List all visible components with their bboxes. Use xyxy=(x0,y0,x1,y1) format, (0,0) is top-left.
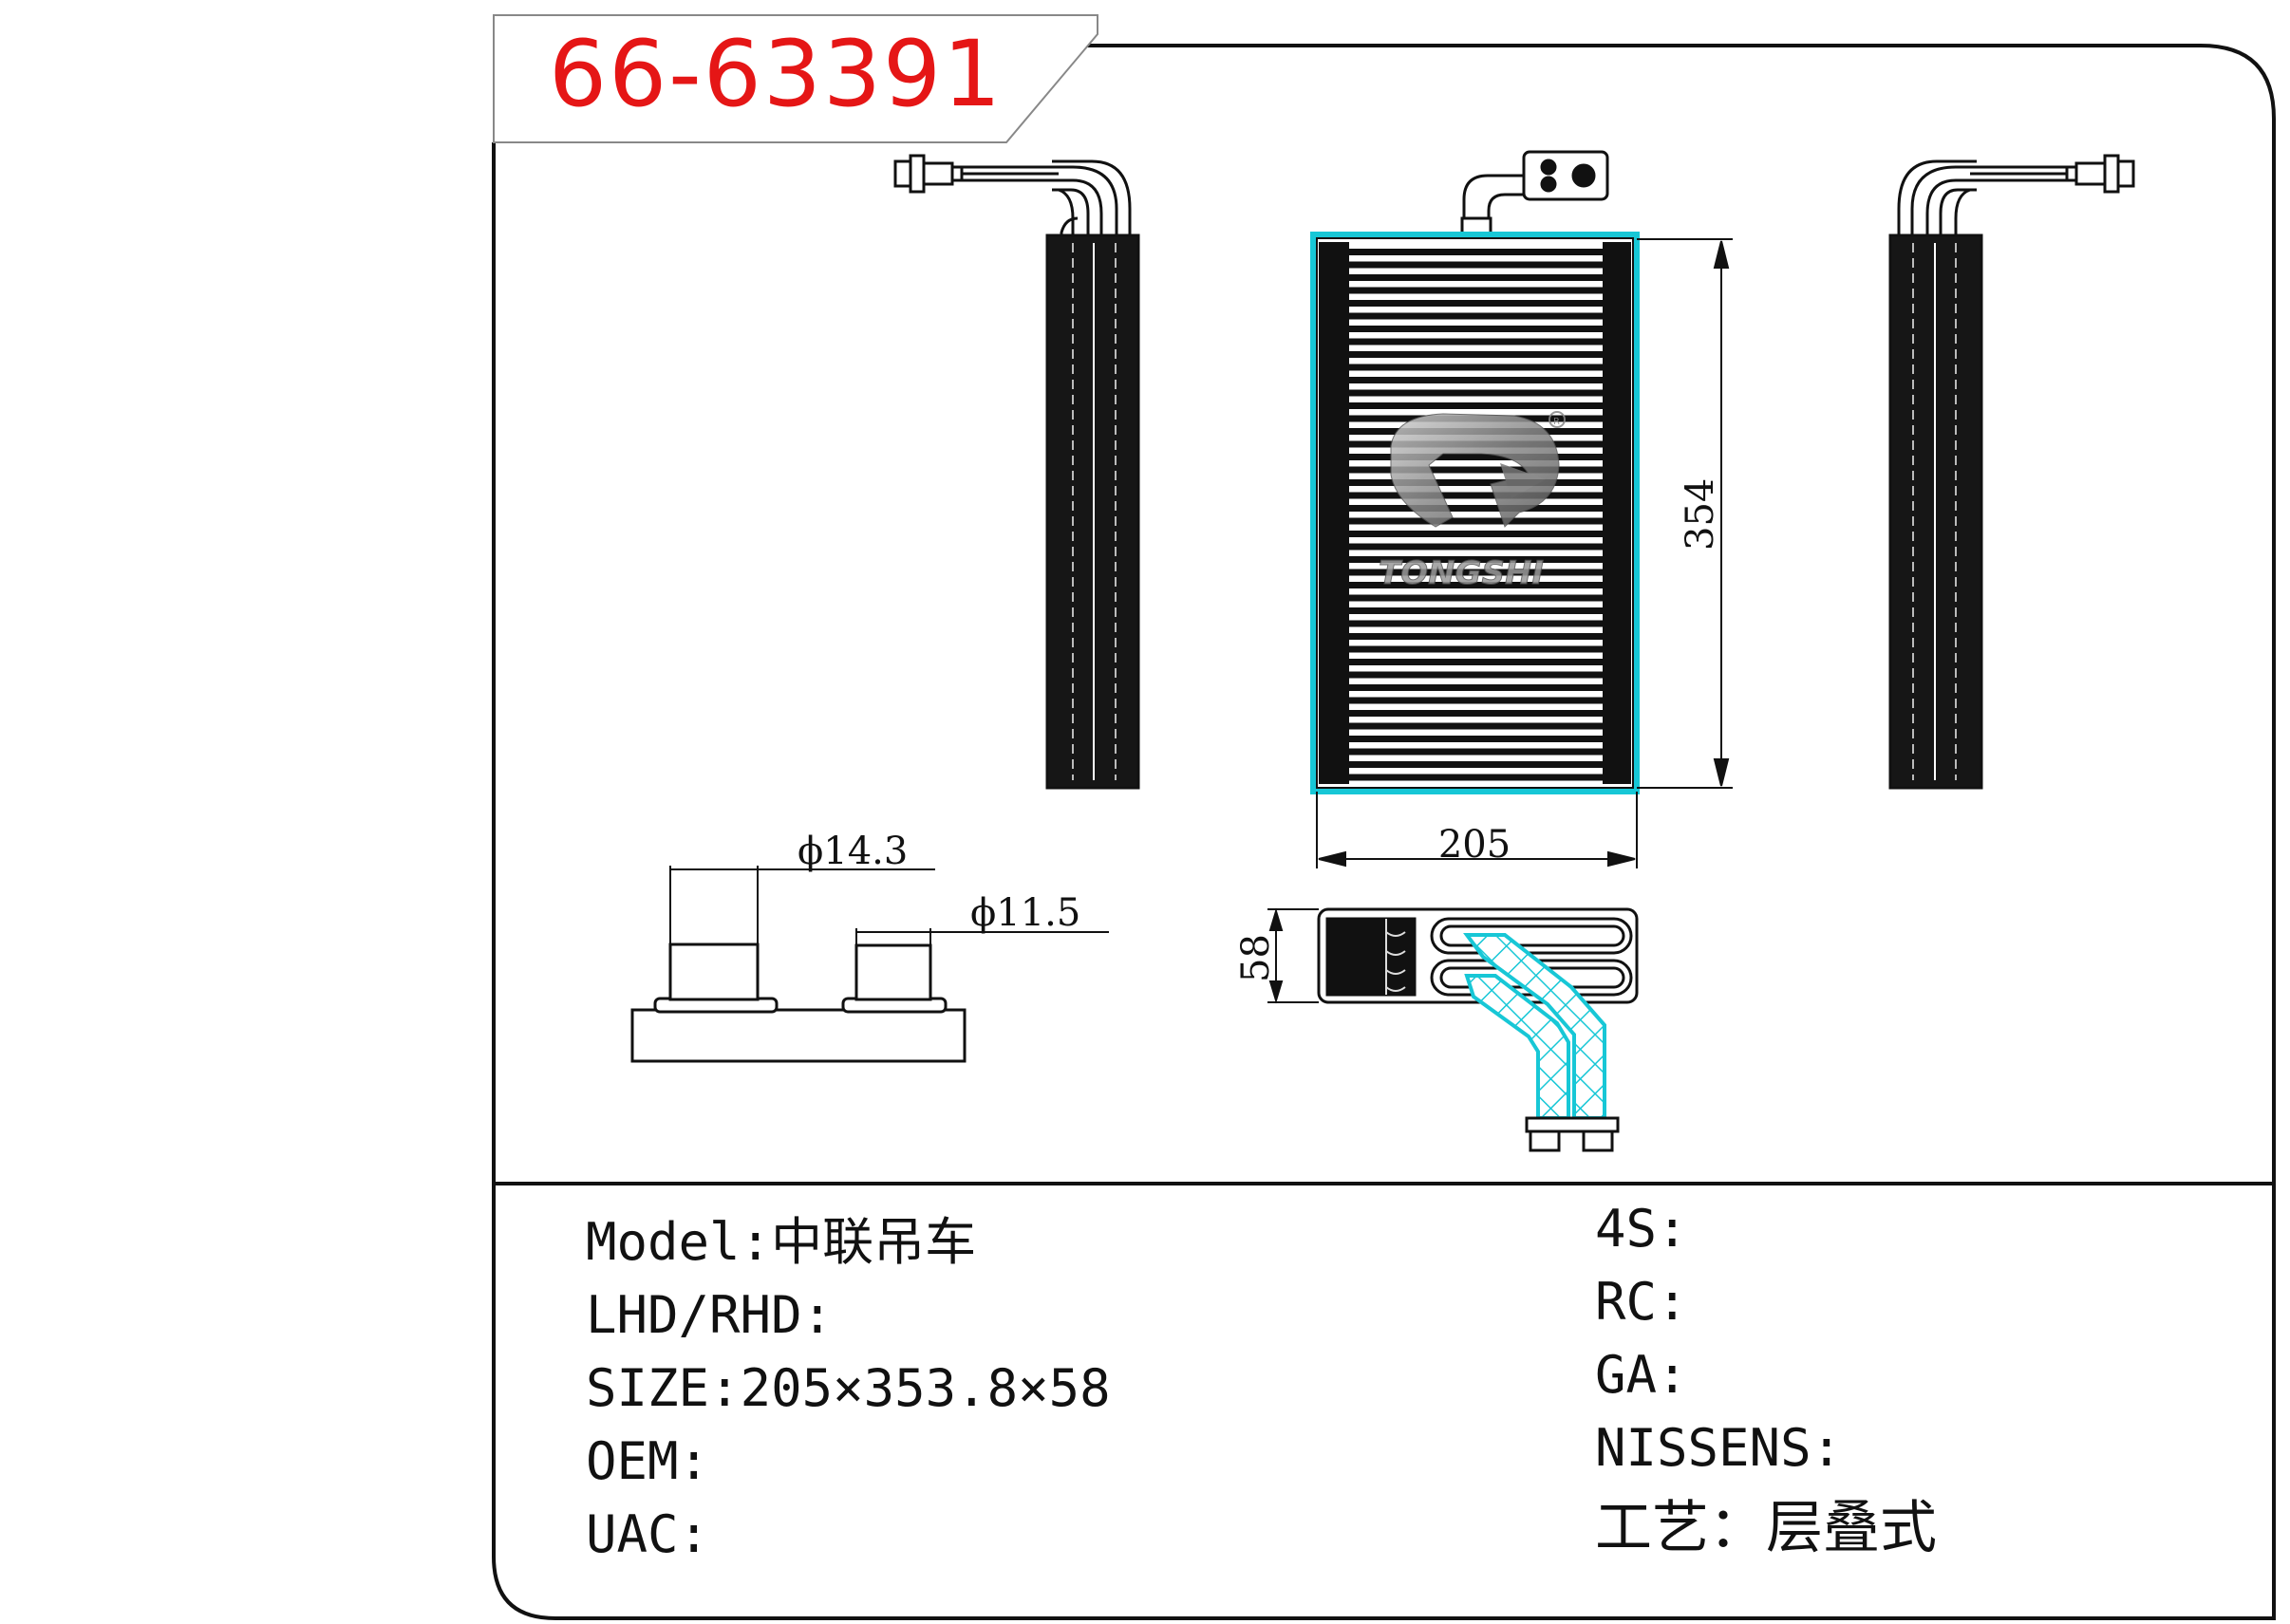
fin-stripe xyxy=(1349,774,1603,781)
spec-label: SIZE: xyxy=(586,1358,741,1418)
fin-stripe xyxy=(1349,736,1603,742)
fin-stripe xyxy=(1349,633,1603,640)
fin-stripe xyxy=(1349,312,1603,320)
fin-stripe xyxy=(1349,556,1603,563)
spec-label: NISSENS: xyxy=(1595,1418,1843,1478)
fin-stripe xyxy=(1349,671,1603,679)
fin-stripe xyxy=(1349,645,1603,653)
fin-stripe xyxy=(1349,377,1603,383)
fin-stripe xyxy=(1349,364,1603,371)
spec-label: Model: xyxy=(586,1212,772,1272)
fin-stripe xyxy=(1349,351,1603,358)
spec-row-nissens: NISSENS: xyxy=(1595,1423,1842,1474)
fin-stripe xyxy=(1349,261,1603,269)
evaporator-front-view: TONGSHI R xyxy=(1310,150,1640,794)
fin-stripe xyxy=(1349,249,1603,255)
core-fins xyxy=(1349,249,1603,781)
spec-label: OEM: xyxy=(586,1431,710,1491)
fin-stripe xyxy=(1349,287,1603,294)
dim-depth-label: 58 xyxy=(1234,934,1278,982)
spec-label: RC: xyxy=(1595,1272,1688,1332)
fin-stripe xyxy=(1349,326,1603,332)
fin-stripe xyxy=(1349,389,1603,397)
spec-label: GA: xyxy=(1595,1345,1688,1405)
dim-pipe-large: ϕ14.3 xyxy=(798,830,908,873)
fin-stripe xyxy=(1349,517,1603,525)
dim-pipe-small: ϕ11.5 xyxy=(970,891,1080,935)
evaporator-top-view xyxy=(1317,907,1639,1152)
fin-stripe xyxy=(1349,684,1603,691)
title-tab xyxy=(493,14,1098,143)
fin-stripe xyxy=(1349,620,1603,627)
tongshi-logo: TONGSHI R xyxy=(1379,411,1566,593)
fin-stripe xyxy=(1349,466,1603,474)
fin-stripe xyxy=(1349,659,1603,665)
watermark-text: TONGSHI xyxy=(1379,554,1544,592)
fin-stripe xyxy=(1349,543,1603,551)
svg-text:R: R xyxy=(1553,417,1560,427)
dimension-width xyxy=(1316,792,1638,868)
spec-row-model: Model:中联吊车 xyxy=(586,1217,976,1268)
fin-stripe xyxy=(1349,531,1603,537)
spec-value: 中联吊车 xyxy=(771,1212,977,1272)
fin-stripe xyxy=(1349,569,1603,576)
dim-width-label: 205 xyxy=(1438,823,1511,867)
fin-stripe xyxy=(1349,748,1603,756)
spec-value: 层叠式 xyxy=(1766,1495,1937,1561)
spec-row-lhd-rhd: LHD/RHD: xyxy=(586,1290,833,1341)
part-number-title: 66-63391 xyxy=(549,21,1004,127)
spec-label: 4S: xyxy=(1595,1199,1688,1259)
spec-label: LHD/RHD: xyxy=(586,1285,834,1345)
dimension-depth xyxy=(1267,907,1319,1004)
fin-stripe xyxy=(1349,402,1603,409)
fin-stripe xyxy=(1349,594,1603,602)
fin-stripe xyxy=(1349,454,1603,460)
spec-row-uac: UAC: xyxy=(586,1509,709,1560)
spec-row-ga: GA: xyxy=(1595,1350,1688,1401)
evaporator-side-view-left xyxy=(893,154,1140,790)
spec-row-oem: OEM: xyxy=(586,1436,709,1487)
spec-label: UAC: xyxy=(586,1504,710,1564)
spec-value: 205×353.8×58 xyxy=(740,1358,1111,1418)
fin-stripe xyxy=(1349,722,1603,730)
spec-row-4s: 4S: xyxy=(1595,1204,1688,1255)
fin-stripe xyxy=(1349,479,1603,486)
frame xyxy=(492,44,2276,1620)
fin-stripe xyxy=(1349,697,1603,704)
pipe-flange-detail xyxy=(630,866,1109,1063)
fin-stripe xyxy=(1349,338,1603,345)
fin-stripe xyxy=(1349,492,1603,499)
fin-stripe xyxy=(1349,274,1603,281)
fin-stripe xyxy=(1349,607,1603,614)
fin-stripe xyxy=(1349,710,1603,717)
spec-row-size: SIZE:205×353.8×58 xyxy=(586,1363,1111,1414)
spec-label: 工艺： xyxy=(1595,1495,1766,1561)
evaporator-side-view-right xyxy=(1888,154,2135,790)
spec-row-rc: RC: xyxy=(1595,1277,1688,1328)
spec-row-process: 工艺：层叠式 xyxy=(1595,1500,1937,1557)
fin-stripe xyxy=(1349,300,1603,307)
dimension-height xyxy=(1637,238,1733,789)
fin-stripe xyxy=(1349,761,1603,768)
dim-height-label: 354 xyxy=(1679,478,1722,551)
fin-stripe xyxy=(1349,582,1603,588)
fin-stripe xyxy=(1349,505,1603,512)
